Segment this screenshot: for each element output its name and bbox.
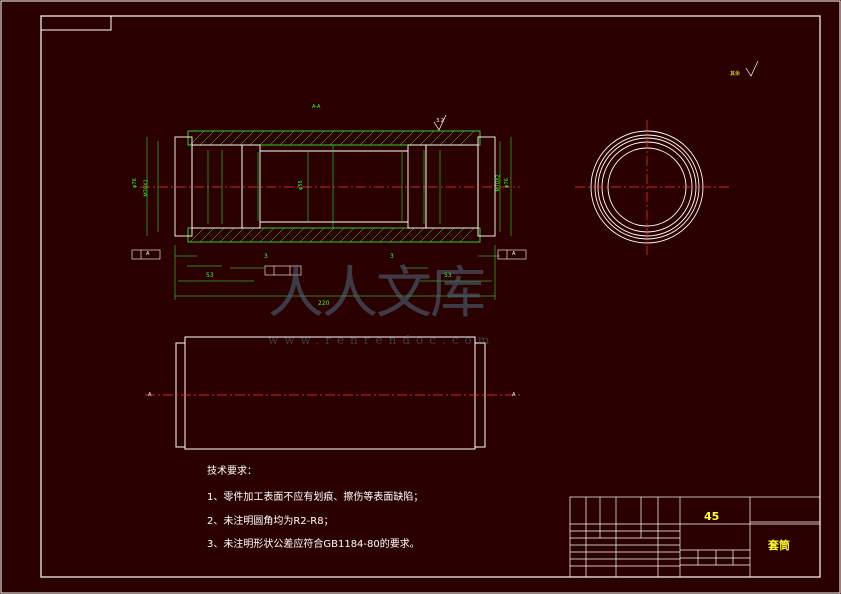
watermark-url: www.renrendoc.com xyxy=(268,333,496,347)
datum-box-right: A xyxy=(512,251,516,257)
dim-left-length: 53 xyxy=(206,272,214,279)
inner-frame xyxy=(40,15,821,578)
tech-req-title: 技术要求： xyxy=(207,466,257,477)
tech-req-item-1: 1、零件加工表面不应有划痕、擦伤等表面缺陷； xyxy=(207,492,424,503)
view-mark-right: A xyxy=(512,392,516,398)
surface-finish-note: 其余 xyxy=(730,71,741,77)
dim-step-left: 3 xyxy=(264,253,268,260)
tech-req-item-3: 3、未注明形状公差应符合GB1184-80的要求。 xyxy=(207,539,420,550)
dim-overall-length: 220 xyxy=(318,300,330,307)
title-block xyxy=(569,496,821,578)
dim-outer-right: φ76 xyxy=(503,178,510,188)
tech-req-item-2: 2、未注明圆角均为R2-R8； xyxy=(207,516,334,527)
section-label: A-A xyxy=(312,104,321,110)
view-mark-left: A xyxy=(148,392,152,398)
datum-box-left: A xyxy=(146,251,150,257)
section-view xyxy=(140,130,520,300)
material-label: 45 xyxy=(704,510,720,523)
watermark-logo: 人人文库 xyxy=(268,261,486,326)
outside-view xyxy=(175,336,486,450)
frame-corner-box xyxy=(41,16,112,31)
roughness-mark: 3.2 xyxy=(436,118,444,124)
dim-thread-right: M70X2 xyxy=(495,174,502,192)
part-name-label: 套筒 xyxy=(768,539,790,552)
dim-outer-left: φ76 xyxy=(131,178,138,188)
dim-step-right: 3 xyxy=(390,253,394,260)
dim-right-length: 53 xyxy=(444,272,452,279)
dim-thread-left: M70X2 xyxy=(143,179,150,197)
dim-bore: φ55 xyxy=(297,180,304,190)
